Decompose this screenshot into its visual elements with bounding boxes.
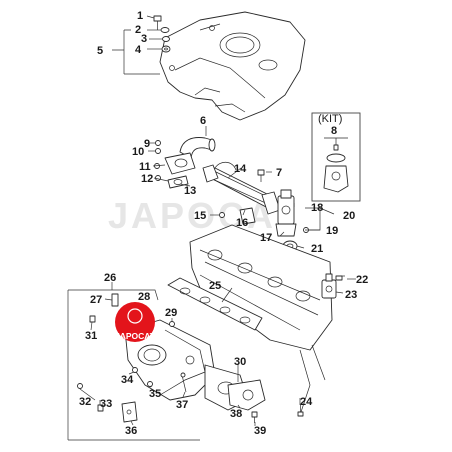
bolt-39 <box>251 411 258 423</box>
bolt-7 <box>257 169 265 182</box>
sensor-23 <box>321 273 337 299</box>
small-bolts <box>154 140 161 181</box>
egr-pipe <box>179 137 216 159</box>
callout-39: 39 <box>254 425 266 437</box>
bolt-35 <box>147 381 153 387</box>
cover-washer <box>160 27 170 33</box>
brand-badge: JAPOCAT <box>115 302 156 342</box>
bolt-22 <box>335 275 345 281</box>
callout-5: 5 <box>97 45 103 57</box>
callout-28: 28 <box>138 291 150 303</box>
callout-21: 21 <box>311 243 323 255</box>
rod-37 <box>180 372 187 393</box>
bolt-29 <box>169 321 175 327</box>
manifold-gasket <box>167 277 263 331</box>
kit-box-number: 8 <box>331 125 337 137</box>
callout-27: 27 <box>90 294 102 306</box>
callout-19: 19 <box>326 225 338 237</box>
egr-cooler <box>202 161 281 225</box>
callout-38: 38 <box>230 408 242 420</box>
engine-cover <box>159 11 306 121</box>
callout-3: 3 <box>141 33 147 45</box>
callout-13: 13 <box>184 185 196 197</box>
callout-18: 18 <box>311 202 323 214</box>
callout-12: 12 <box>141 173 153 185</box>
intake-manifold <box>124 319 216 401</box>
assembly-frame <box>67 282 200 441</box>
bolt-31 <box>89 315 96 323</box>
callout-30: 30 <box>234 356 246 368</box>
kit-box: (KIT) 8 <box>311 112 361 202</box>
actuator-38 <box>227 379 266 411</box>
egr-gasket <box>167 175 189 189</box>
callout-10: 10 <box>132 146 144 158</box>
callout-11: 11 <box>139 161 151 173</box>
callout-9: 9 <box>144 138 150 150</box>
kit-box-title: (KIT) <box>318 113 342 125</box>
egr-valve <box>275 189 297 237</box>
callout-2: 2 <box>135 24 141 36</box>
bolt-32 <box>77 383 83 389</box>
bolt-15 <box>219 212 225 218</box>
callout-24: 24 <box>300 396 313 408</box>
callout-7: 7 <box>276 167 282 179</box>
callout-22: 22 <box>356 274 368 286</box>
cover-grommet <box>162 36 170 42</box>
callout-26: 26 <box>104 272 116 284</box>
callout-25: 25 <box>209 280 221 292</box>
callout-15: 15 <box>194 210 206 222</box>
callout-32: 32 <box>79 396 91 408</box>
callout-4: 4 <box>135 44 142 56</box>
egr-flange <box>164 152 196 175</box>
callout-23: 23 <box>345 289 357 301</box>
callout-20: 20 <box>343 210 355 222</box>
callout-36: 36 <box>125 425 137 437</box>
callout-35: 35 <box>149 388 161 400</box>
callout-numbers: 1 2 3 4 5 6 7 9 10 11 12 13 14 15 16 17 … <box>79 10 368 437</box>
bolt-34 <box>132 367 138 373</box>
callout-29: 29 <box>165 307 177 319</box>
callout-16: 16 <box>236 217 248 229</box>
brand-badge-text: JAPOCAT <box>115 331 156 341</box>
bracket-36 <box>121 401 138 423</box>
callout-33: 33 <box>100 398 112 410</box>
callout-1: 1 <box>137 10 143 22</box>
cover-bolt <box>153 15 162 30</box>
callout-37: 37 <box>176 399 188 411</box>
bolt-24 <box>297 405 304 417</box>
callout-34: 34 <box>121 374 134 386</box>
engine-block <box>189 224 333 416</box>
callout-31: 31 <box>85 330 97 342</box>
bolt-33 <box>97 404 104 412</box>
cover-bushing <box>161 45 171 53</box>
bolt-27 <box>111 293 119 307</box>
callout-14: 14 <box>234 163 247 175</box>
callout-6: 6 <box>200 115 206 127</box>
leader-lines <box>79 15 356 426</box>
callout-17: 17 <box>260 232 272 244</box>
